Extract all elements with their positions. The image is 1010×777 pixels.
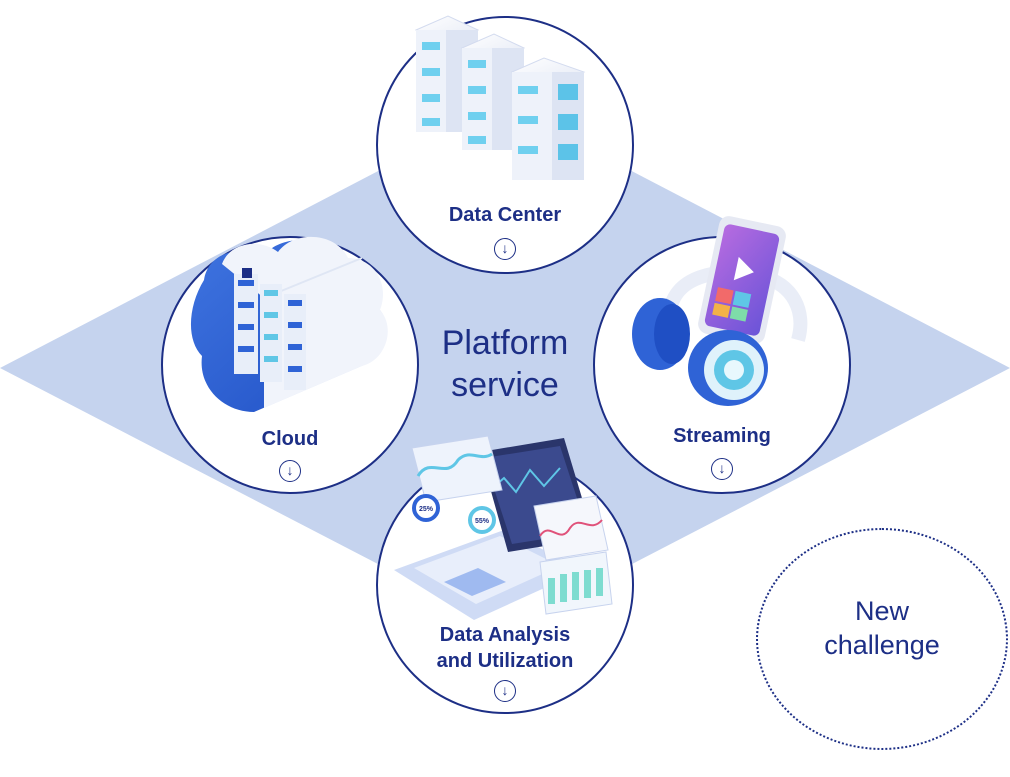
data-center-arrow-icon[interactable]: ↓ bbox=[494, 238, 516, 260]
dashboard-laptop-icon: 25% 55% bbox=[394, 435, 613, 620]
new-challenge-line2: challenge bbox=[824, 630, 940, 660]
new-challenge-node[interactable]: New challenge bbox=[756, 528, 1008, 750]
streaming-label: Streaming bbox=[673, 425, 771, 447]
gauge-25-label: 25% bbox=[419, 506, 434, 513]
platform-service-title: Platform service bbox=[405, 322, 605, 406]
cloud-arrow-icon[interactable]: ↓ bbox=[279, 460, 301, 482]
new-challenge-line1: New bbox=[854, 596, 909, 626]
platform-service-line2: service bbox=[451, 366, 559, 404]
headphones-phone-icon bbox=[632, 216, 808, 406]
new-challenge-label: New challenge bbox=[758, 594, 1006, 662]
data-analysis-label-line2: and Utilization bbox=[436, 650, 574, 672]
server-rack-icon bbox=[414, 15, 586, 180]
gauge-55-label: 55% bbox=[475, 518, 490, 525]
data-analysis-arrow-icon[interactable]: ↓ bbox=[494, 680, 516, 702]
data-analysis-label-line1: Data Analysis bbox=[439, 624, 571, 646]
platform-service-line1: Platform bbox=[441, 324, 569, 362]
cloud-server-icon bbox=[190, 236, 388, 412]
data-center-label: Data Center bbox=[448, 204, 562, 226]
streaming-arrow-icon[interactable]: ↓ bbox=[711, 458, 733, 480]
cloud-label: Cloud bbox=[261, 428, 319, 450]
